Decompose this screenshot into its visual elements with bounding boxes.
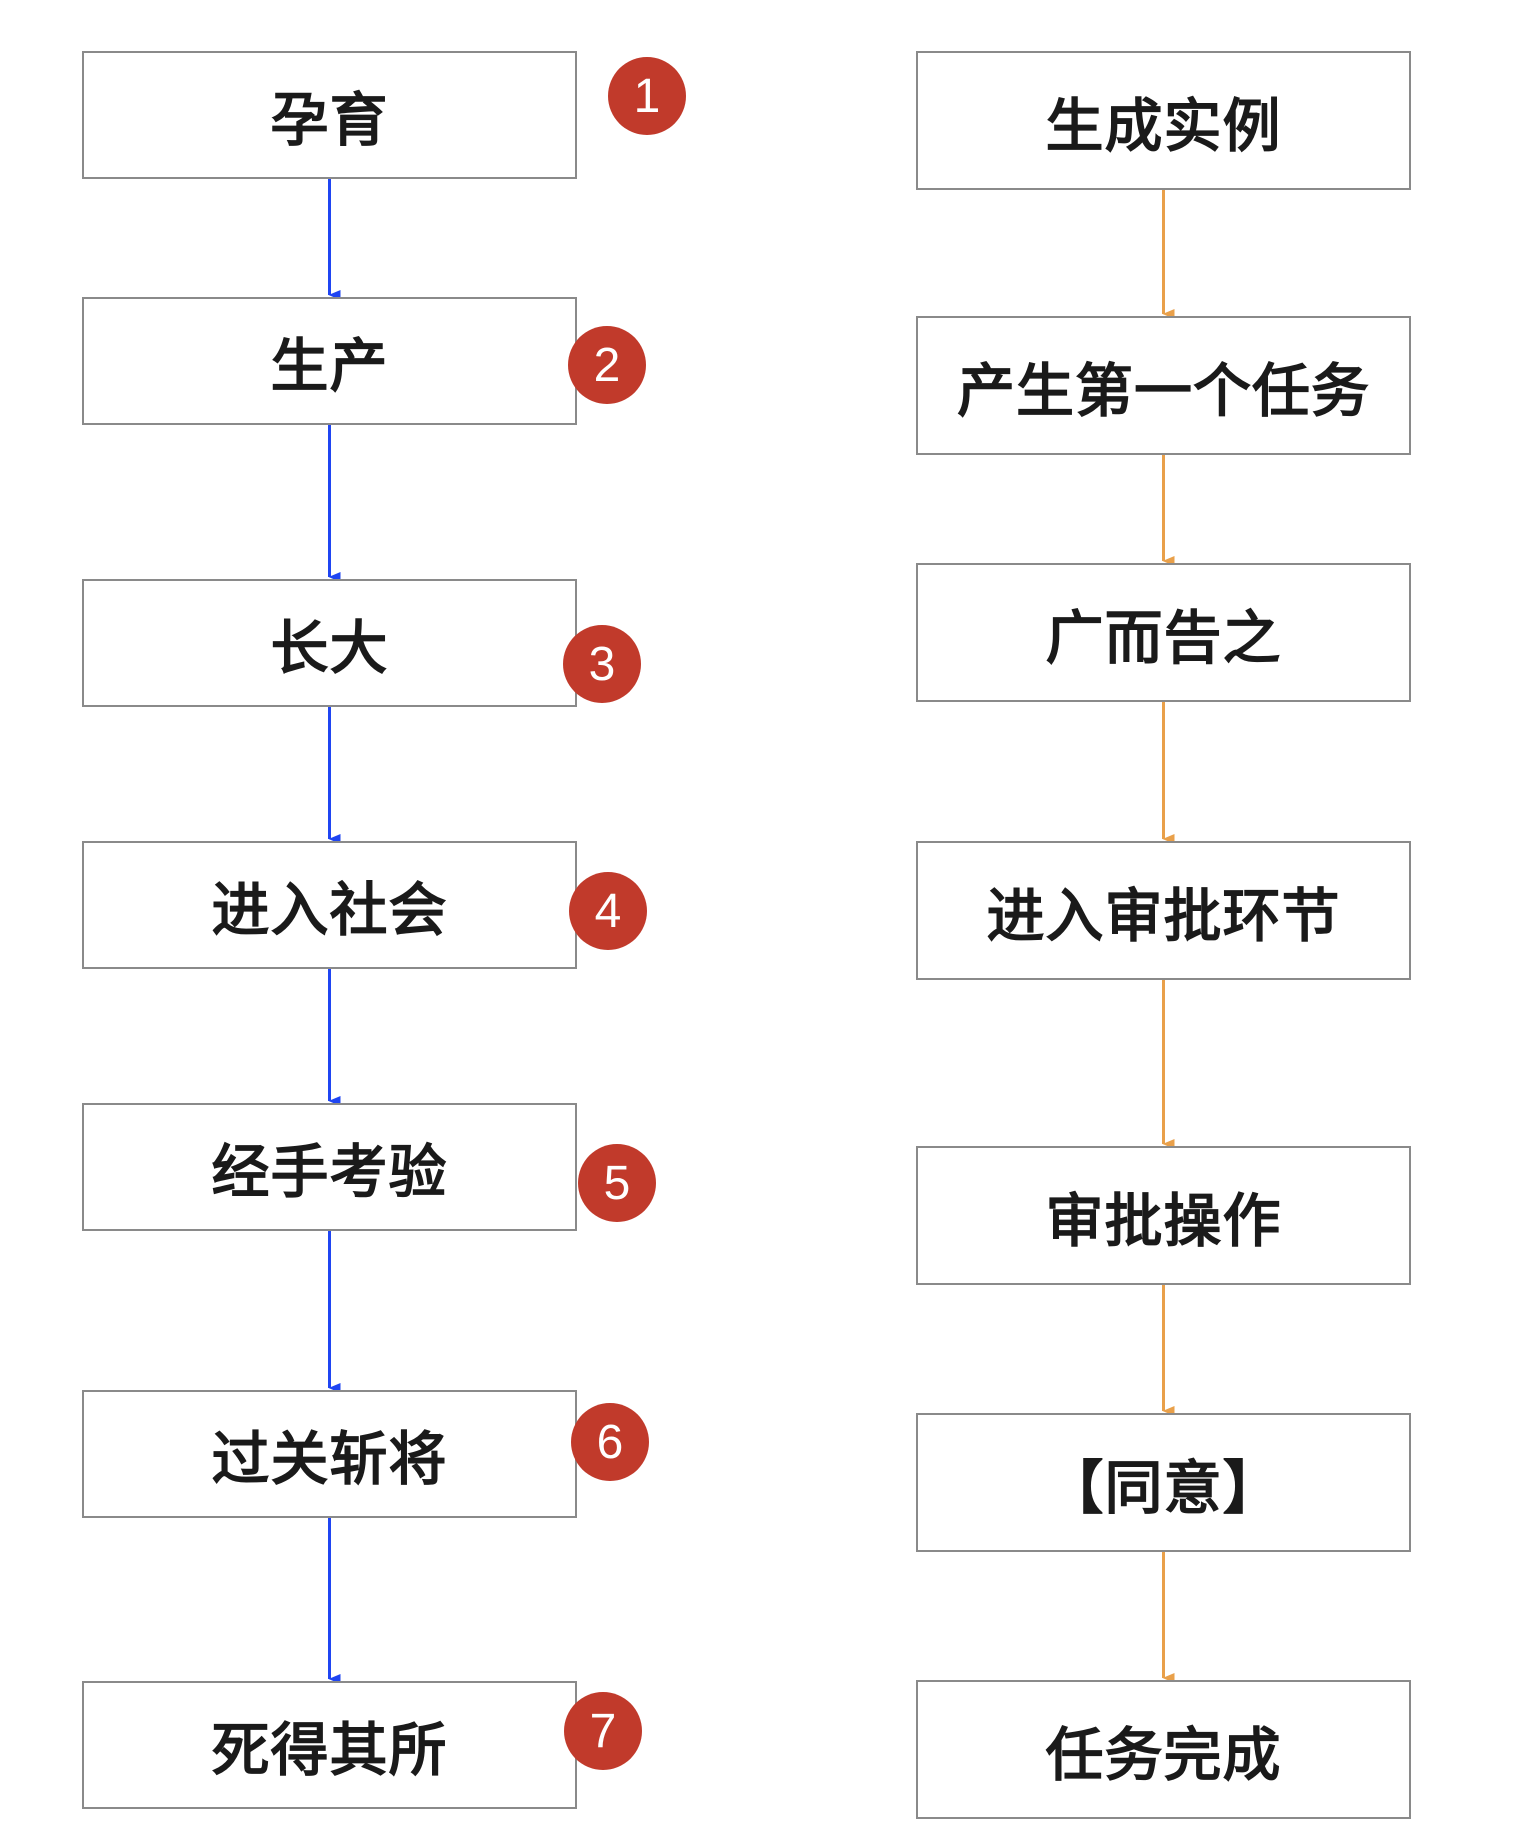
left-step-5: 经手考验 (82, 1103, 577, 1231)
left-step-7-label: 死得其所 (211, 1716, 448, 1784)
left-step-3-label: 长大 (270, 614, 389, 682)
right-step-2-label: 产生第一个任务 (956, 356, 1370, 425)
right-step-4: 进入审批环节 (916, 841, 1411, 980)
step-number-badge-7: 7 (564, 1692, 642, 1770)
right-step-7: 任务完成 (916, 1680, 1411, 1819)
left-step-7: 死得其所 (82, 1681, 577, 1809)
left-step-3: 长大 (82, 579, 577, 707)
right-step-6-label: 【同意】 (1045, 1453, 1282, 1522)
left-step-6: 过关斩将 (82, 1390, 577, 1518)
left-step-6-label: 过关斩将 (211, 1425, 448, 1493)
left-step-4: 进入社会 (82, 841, 577, 969)
right-step-5: 审批操作 (916, 1146, 1411, 1285)
step-number-badge-6: 6 (571, 1403, 649, 1481)
right-step-1: 生成实例 (916, 51, 1411, 190)
step-number-badge-4: 4 (569, 872, 647, 950)
step-number-badge-1: 1 (608, 57, 686, 135)
step-number-badge-3: 3 (563, 625, 641, 703)
right-step-5-label: 审批操作 (1045, 1186, 1282, 1255)
right-step-2: 产生第一个任务 (916, 316, 1411, 455)
right-step-7-label: 任务完成 (1045, 1720, 1282, 1789)
left-step-1-label: 孕育 (270, 86, 389, 154)
left-step-4-label: 进入社会 (211, 876, 448, 944)
step-number-badge-2: 2 (568, 326, 646, 404)
left-step-5-label: 经手考验 (211, 1138, 448, 1206)
step-number-badge-5: 5 (578, 1144, 656, 1222)
right-step-1-label: 生成实例 (1045, 91, 1282, 160)
right-step-4-label: 进入审批环节 (986, 881, 1341, 950)
right-step-3: 广而告之 (916, 563, 1411, 702)
left-step-2: 生产 (82, 297, 577, 425)
right-step-6: 【同意】 (916, 1413, 1411, 1552)
right-step-3-label: 广而告之 (1045, 603, 1282, 672)
left-step-2-label: 生产 (270, 332, 389, 400)
left-step-1: 孕育 (82, 51, 577, 179)
